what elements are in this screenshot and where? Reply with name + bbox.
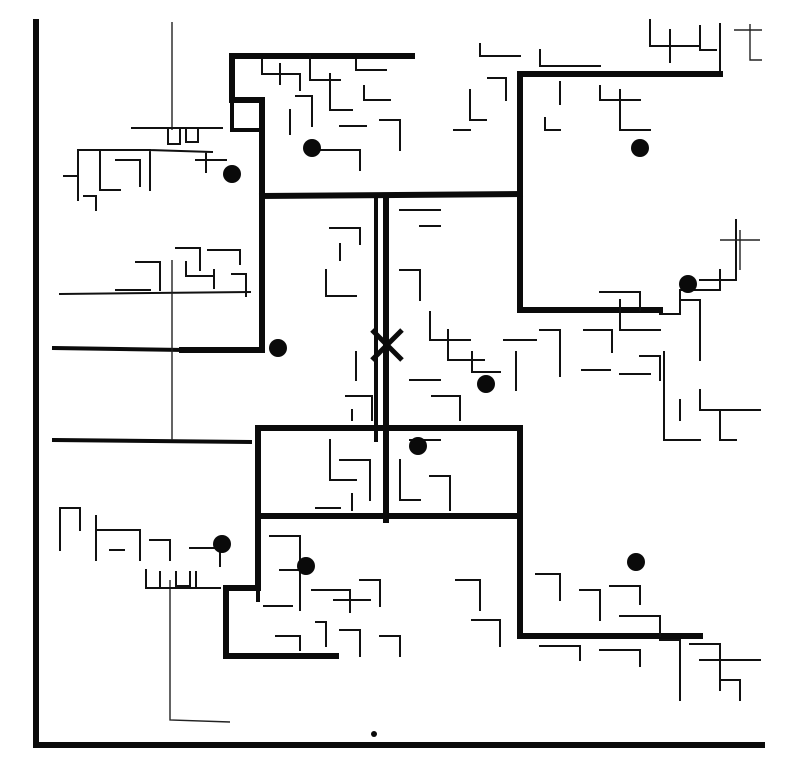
frame-border	[33, 19, 765, 748]
filled-circle-icon	[303, 139, 321, 157]
outer-frame	[33, 19, 765, 748]
branch-right-edge-top	[734, 24, 762, 61]
branch-clusters	[59, 19, 762, 701]
lower-right-loop	[517, 513, 703, 639]
branch-lower-left	[59, 507, 221, 589]
branch-upper-left	[63, 127, 227, 211]
node-markers	[213, 139, 697, 737]
upper-left-loop	[229, 53, 415, 199]
branch-middle-right	[539, 219, 761, 441]
filled-circle-icon	[477, 375, 495, 393]
feeder-grid-upper	[58, 290, 252, 296]
branch-lower-right	[455, 573, 761, 701]
branch-lower-center	[263, 535, 401, 657]
branch-right-edge-middle	[720, 230, 760, 270]
feeder-upper	[51, 345, 185, 353]
branch-upper-top	[261, 55, 401, 171]
feeder-middle	[51, 437, 253, 445]
filled-circle-icon	[409, 437, 427, 455]
filled-circle-icon	[223, 165, 241, 183]
filled-circle-icon	[631, 139, 649, 157]
upper-right-top	[517, 71, 723, 197]
branch-upper-right	[453, 19, 721, 131]
branch-lower-middle	[315, 439, 451, 511]
lower-vertical-line	[169, 580, 231, 723]
small-dot-icon	[371, 731, 377, 737]
branch-center	[325, 209, 537, 421]
filled-circle-icon	[627, 553, 645, 571]
left-feeders	[51, 22, 253, 723]
filled-circle-icon	[679, 275, 697, 293]
upper-right-loop	[517, 191, 663, 313]
upper-left-riser	[179, 193, 265, 353]
filled-circle-icon	[269, 339, 287, 357]
main-trunk-network	[179, 53, 723, 659]
branch-middle-left	[115, 247, 247, 297]
upper-horizontal-trunk	[258, 190, 524, 200]
upper-left-stub	[230, 98, 262, 132]
filled-circle-icon	[297, 557, 315, 575]
x-cross-icon	[370, 328, 404, 362]
filled-circle-icon	[213, 535, 231, 553]
